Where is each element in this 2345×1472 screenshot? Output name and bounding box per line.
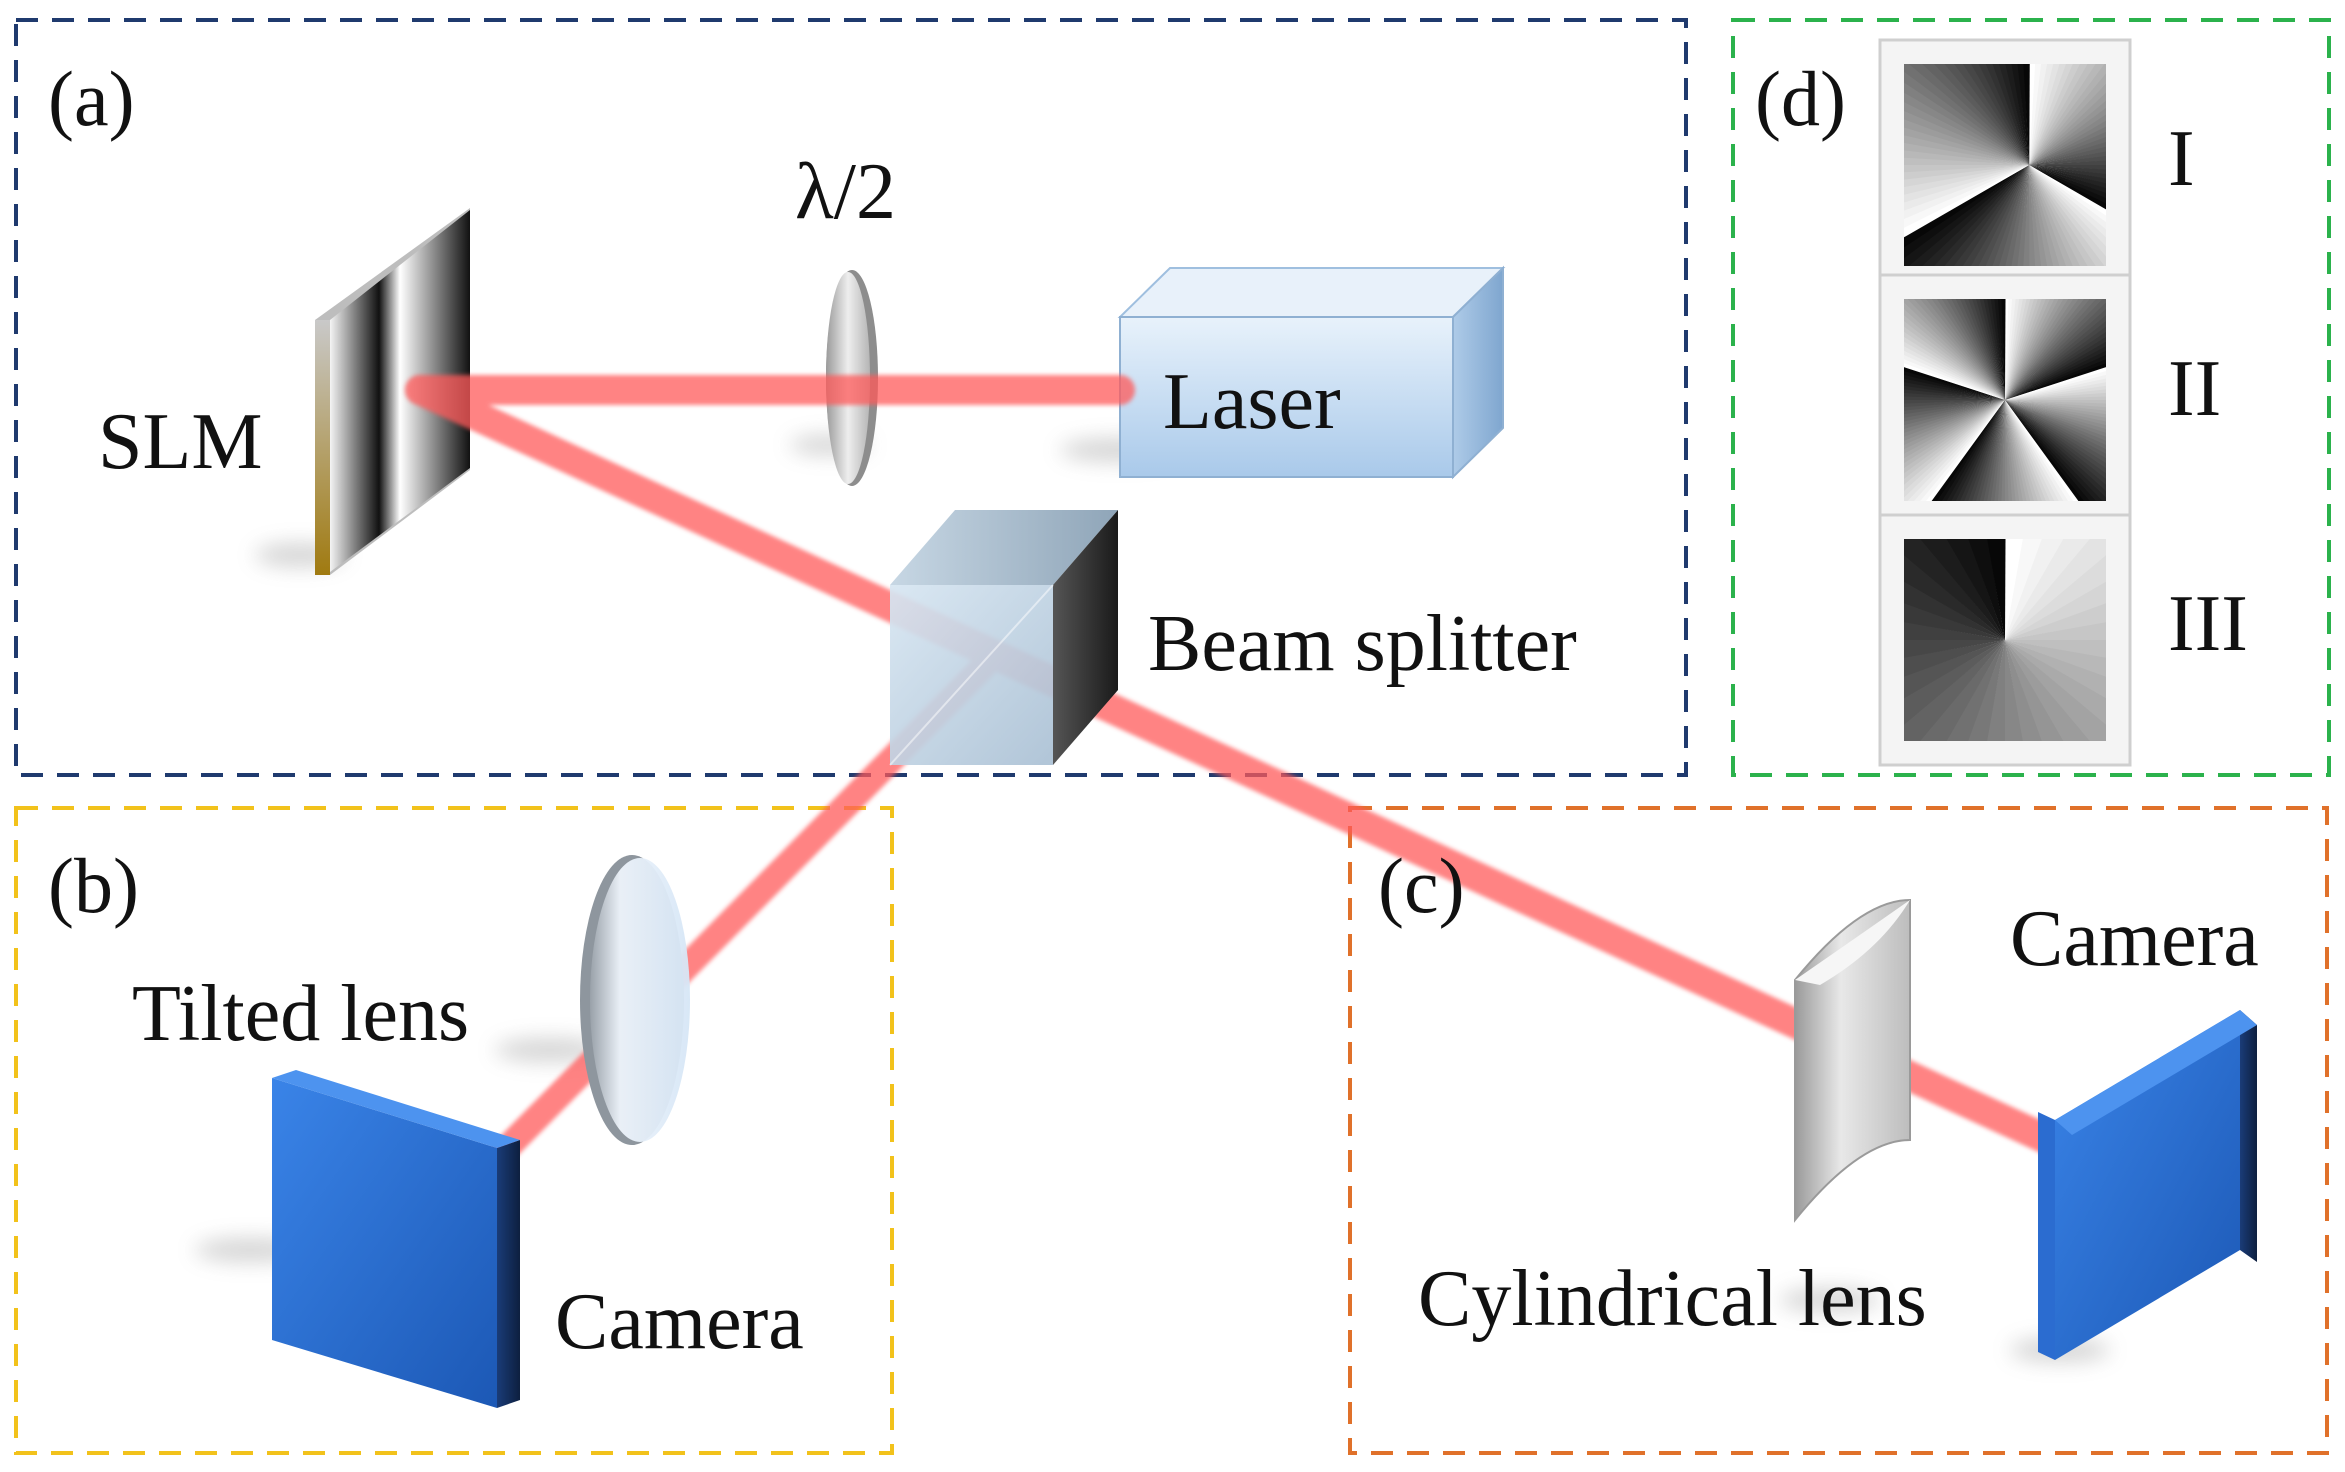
phase-mask-3 (1878, 513, 2132, 767)
phase-mask-label-3: III (2168, 580, 2248, 668)
panel-d-label: (d) (1755, 55, 1846, 142)
tilted-lens-label: Tilted lens (132, 970, 469, 1058)
camera-b-label: Camera (555, 1278, 804, 1366)
panel-c-label: (c) (1378, 842, 1465, 929)
cylindrical-lens-label: Cylindrical lens (1418, 1255, 1927, 1343)
laser-label: Laser (1163, 358, 1341, 446)
cylindrical-lens (1794, 898, 1911, 1223)
panel-b-frame (14, 806, 894, 1455)
camera-c-label: Camera (2010, 895, 2259, 983)
phase-mask-group (1878, 38, 2132, 767)
half-wave-plate-label: λ/2 (795, 148, 896, 236)
panel-a-frame (14, 18, 1688, 777)
camera-c (2038, 1010, 2257, 1360)
panel-b-label: (b) (48, 842, 139, 929)
panel-a-label: (a) (48, 55, 135, 142)
phase-mask-label-1: I (2168, 115, 2195, 203)
slm-label: SLM (98, 398, 263, 486)
tilted-lens (580, 855, 690, 1145)
panel-d-frame (1731, 18, 2331, 777)
phase-mask-1 (1878, 38, 2132, 292)
camera-b (272, 1070, 520, 1408)
beam-splitter (889, 510, 1118, 766)
phase-mask-label-2: II (2168, 345, 2221, 433)
phase-mask-2 (1878, 273, 2132, 527)
laser (1117, 265, 1506, 480)
beam-splitter-label: Beam splitter (1148, 600, 1577, 688)
slm (315, 208, 470, 575)
panel-c-frame (1348, 806, 2329, 1455)
